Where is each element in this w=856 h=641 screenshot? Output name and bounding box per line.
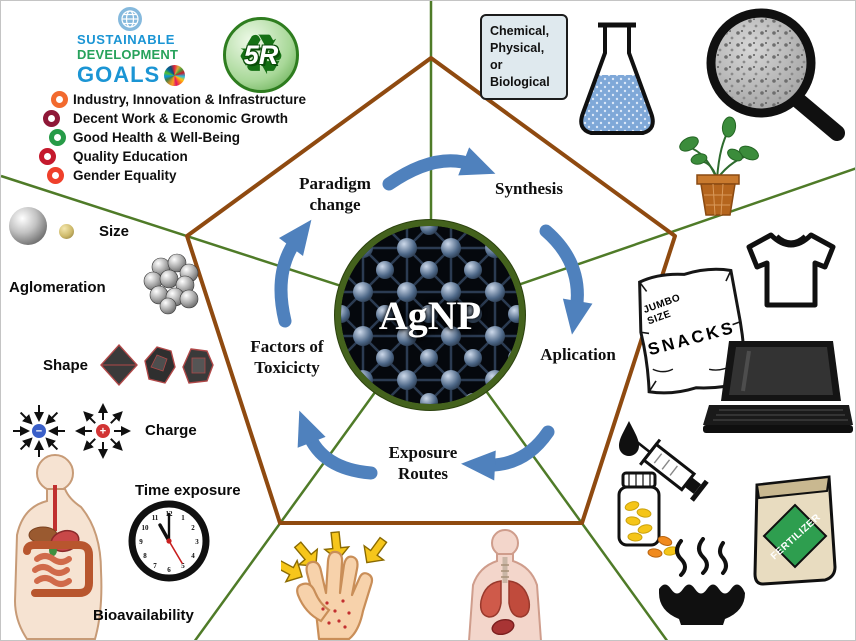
agnp-center-circle: AgNP [335, 220, 525, 410]
svg-text:11: 11 [152, 514, 159, 522]
sdg-logo-line1: SUSTAINABLE [77, 32, 176, 47]
size-small-sphere-icon [59, 224, 74, 239]
svg-text:7: 7 [153, 562, 157, 570]
left-lung [479, 580, 502, 618]
laptop-icon [703, 341, 853, 433]
sdg-wheel-icon [164, 64, 186, 86]
inhalation-anatomy-icon [468, 529, 542, 640]
shape-polyhedra-icon [100, 343, 214, 387]
sdg-logo-line3: GOALS [77, 62, 161, 87]
sdg-ring-icon [49, 129, 66, 146]
flask-icon [579, 22, 655, 135]
large-intestine [23, 541, 93, 597]
right-lung [508, 580, 531, 618]
fertilizer-bag-icon: FERTILIZER [753, 475, 837, 586]
thumb [296, 582, 331, 623]
svg-text:9: 9 [139, 538, 143, 546]
sdg-logo-line2: DEVELOPMENT [77, 47, 179, 62]
pentagon-outline [185, 56, 677, 525]
magnifier-nanoparticles-icon [706, 8, 845, 141]
nanoparticle-lattice-icon [341, 226, 519, 404]
sdg-item: Gender Equality [73, 168, 177, 183]
sdg-ring-icon [51, 91, 68, 108]
synthesis-method-box: Chemical, Physical, or Biological [480, 14, 568, 100]
arrow-application-to-exposure [461, 425, 555, 481]
sdg-item: Decent Work & Economic Growth [73, 111, 289, 126]
plant-icon [679, 116, 759, 216]
svg-text:5: 5 [181, 562, 185, 570]
bioavailability-label: Bioavailability [93, 607, 194, 624]
sdg-item: Industry, Innovation & Infrastructure [73, 92, 307, 107]
steam [675, 537, 728, 577]
second-hand [168, 540, 183, 564]
time-exposure-label: Time exposure [135, 482, 241, 499]
cycle-arrows [274, 147, 593, 481]
stage-paradigm-change: Paradigm change [299, 174, 371, 215]
small-intestine [32, 553, 72, 587]
sdg-ring-icon [47, 167, 64, 184]
pot-rim [696, 174, 740, 185]
arrow-toxicity-to-paradigm [274, 219, 312, 328]
skin-speckles [321, 599, 351, 629]
svg-text:1: 1 [181, 514, 185, 522]
agglomeration-cluster-icon [143, 253, 199, 315]
svg-text:2: 2 [191, 524, 195, 532]
sdg-item: Quality Education [73, 149, 188, 164]
stage-synthesis: Synthesis [494, 179, 564, 198]
sdg-item: Good Health & Well-Being [73, 130, 241, 145]
charge-icon: − + [13, 403, 131, 459]
positive-charge-arrows [75, 403, 131, 459]
stage-factors-toxicity: Factors of Toxicicty [250, 337, 324, 378]
pot [700, 183, 736, 216]
svg-text:8: 8 [143, 552, 147, 560]
magnifier-handle [791, 93, 845, 141]
droplet-icon [619, 421, 639, 456]
svg-text:10: 10 [142, 524, 150, 532]
bioavailability-body-icon [13, 454, 103, 640]
arrow-synthesis-to-application [539, 224, 593, 335]
recycle-icon: ♻ [235, 23, 287, 86]
svg-text:4: 4 [191, 552, 195, 560]
dermal-exposure-hand-icon [281, 531, 388, 640]
stage-exposure-routes: Exposure Routes [388, 443, 458, 484]
arrow-paradigm-to-synthesis [382, 147, 496, 191]
positive-charge-core [96, 424, 110, 438]
un-emblem-icon [118, 7, 142, 31]
size-large-sphere-icon [9, 207, 47, 245]
hour-hand [158, 523, 171, 543]
five-r-label: 5R [243, 39, 279, 70]
aglomeration-label: Aglomeration [9, 279, 106, 296]
size-label: Size [99, 223, 130, 240]
sdg-logo: SUSTAINABLE DEVELOPMENT GOALS [77, 32, 186, 88]
tshirt-icon [746, 232, 836, 308]
sdg-ring-icon [39, 148, 56, 165]
syringe-icon [619, 421, 709, 502]
agnp-label: AgNP [378, 292, 482, 338]
collar [775, 234, 807, 245]
sdg-ring-icon [43, 110, 60, 127]
shape-label: Shape [43, 357, 89, 374]
stage-application: Aplication [540, 345, 616, 364]
negative-charge-arrows [13, 405, 65, 457]
charge-label: Charge [145, 422, 197, 439]
five-r-logo: ♻ 5R [223, 17, 299, 93]
stomach [491, 618, 515, 636]
pill-bottle-icon [617, 471, 679, 558]
negative-charge-core [32, 424, 46, 438]
noodle-bowl-icon [659, 537, 745, 625]
clock-icon: 12 1 2 3 4 5 6 7 8 9 10 11 [128, 500, 210, 582]
arrow-exposure-to-toxicity [297, 410, 378, 480]
svg-text:3: 3 [195, 538, 199, 546]
minus-sign: − [36, 426, 42, 438]
scattered-pills [647, 536, 679, 558]
svg-text:6: 6 [167, 566, 171, 574]
plus-sign: + [100, 426, 106, 438]
